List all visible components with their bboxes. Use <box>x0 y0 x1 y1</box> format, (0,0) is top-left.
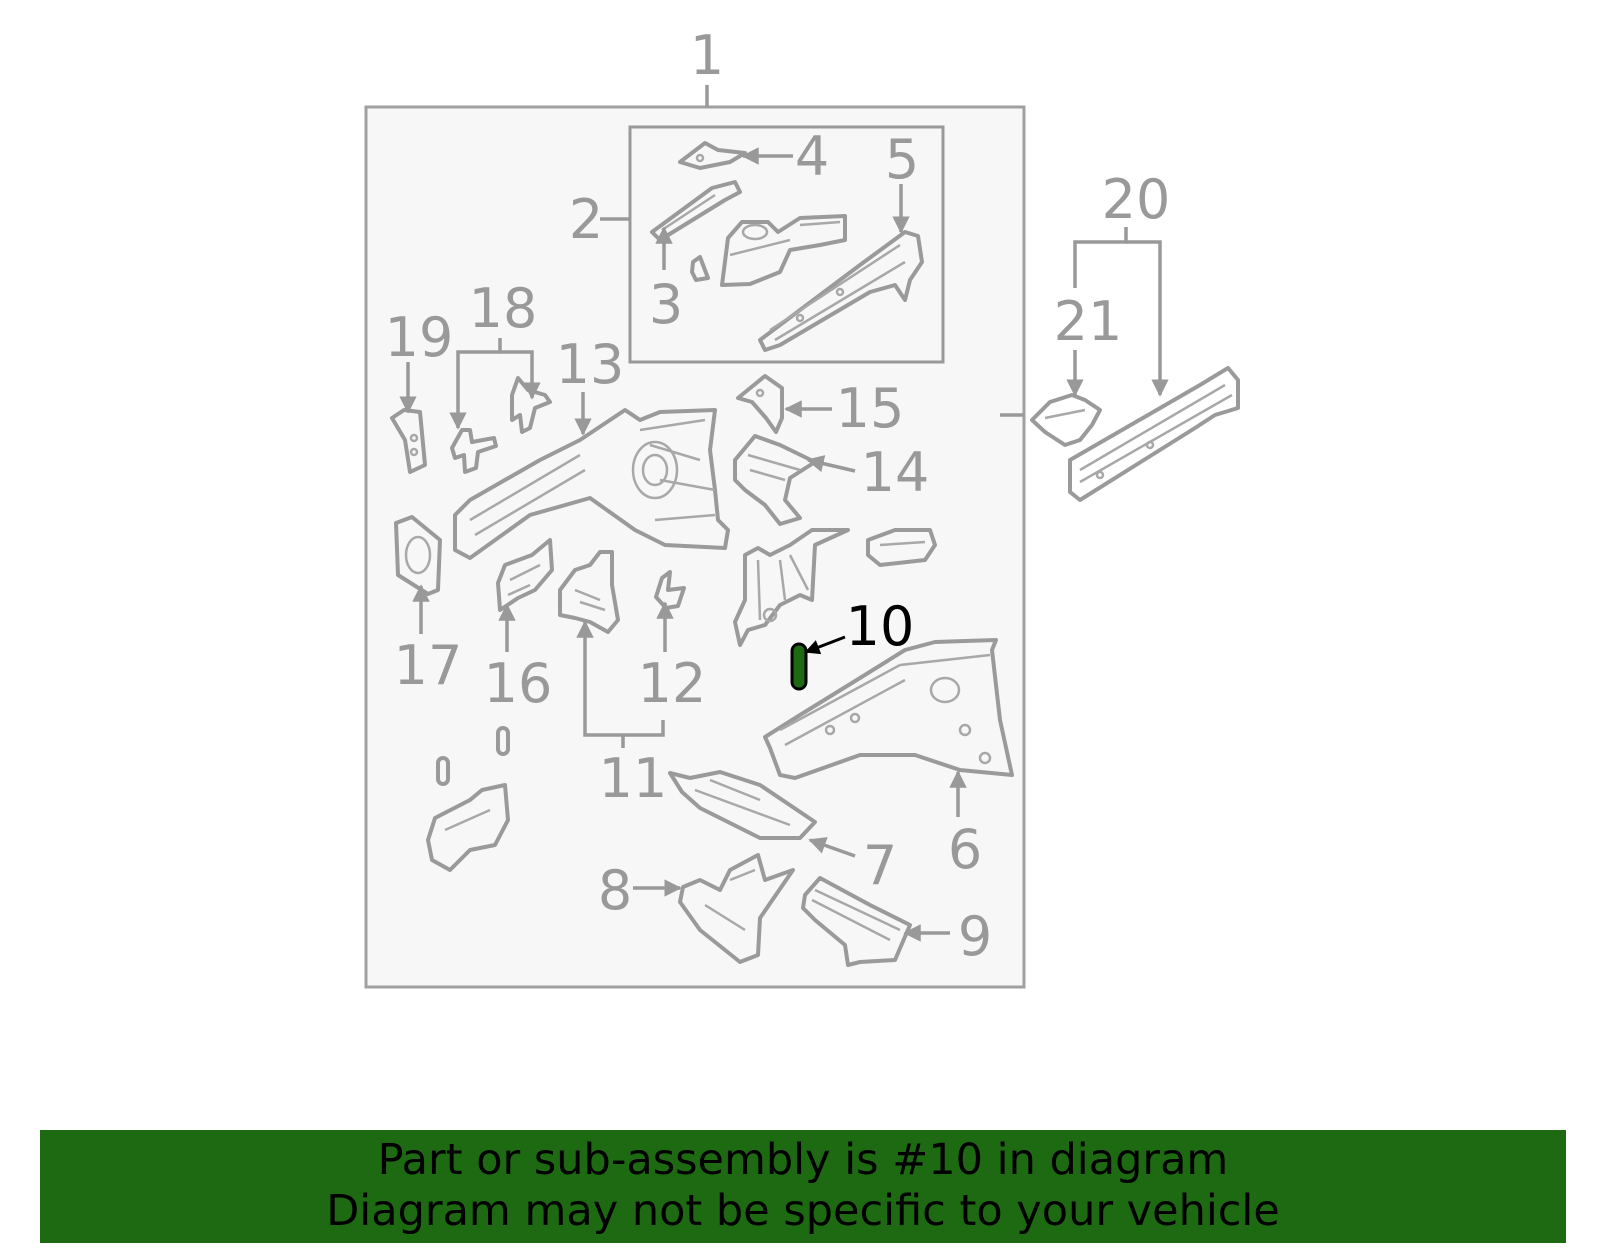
callout-14: 14 <box>861 441 930 504</box>
callout-10: 10 <box>846 595 915 658</box>
callout-3: 3 <box>649 273 683 336</box>
banner-line-2: Diagram may not be specific to your vehi… <box>326 1186 1280 1236</box>
callout-1: 1 <box>690 24 724 87</box>
callout-16: 16 <box>484 652 553 715</box>
part-20-shape <box>1068 366 1240 502</box>
callout-2: 2 <box>569 188 603 251</box>
part-21-shape <box>1030 393 1102 447</box>
callout-7: 7 <box>863 834 897 897</box>
callout-6: 6 <box>948 818 982 881</box>
part-7-shape <box>668 770 817 840</box>
callout-5: 5 <box>885 128 919 191</box>
callout-15: 15 <box>836 377 905 440</box>
part-18a-shape <box>450 428 498 474</box>
callout-17: 17 <box>394 634 463 697</box>
callout-9: 9 <box>958 905 992 968</box>
part-2-shape <box>720 214 847 287</box>
info-banner: Part or sub-assembly is #10 in diagram D… <box>40 1130 1566 1243</box>
banner-line-1: Part or sub-assembly is #10 in diagram <box>377 1135 1229 1185</box>
part-11-shape <box>558 550 620 634</box>
small-bracket-shape <box>866 528 937 567</box>
part-6-shape <box>763 638 1014 780</box>
callout-8: 8 <box>598 859 632 922</box>
part-17-shape <box>394 515 442 596</box>
part-9-shape <box>801 876 912 967</box>
part-10-shape <box>790 642 808 691</box>
callout-20: 20 <box>1102 168 1171 231</box>
callout-13: 13 <box>556 333 625 396</box>
part-15-shape <box>736 374 784 434</box>
part-14-shape <box>733 434 817 526</box>
callout-11: 11 <box>599 747 668 810</box>
callout-19: 19 <box>385 306 454 369</box>
part-5-shape <box>758 230 924 352</box>
part-8-shape <box>678 853 795 964</box>
callout-4: 4 <box>795 125 829 188</box>
callout-21: 21 <box>1054 290 1123 353</box>
callout-18: 18 <box>469 277 538 340</box>
bracket-shape <box>733 528 850 647</box>
subassembly-frame <box>628 125 945 364</box>
callout-12: 12 <box>638 652 707 715</box>
bottom-left-bracket-shape <box>426 726 510 872</box>
